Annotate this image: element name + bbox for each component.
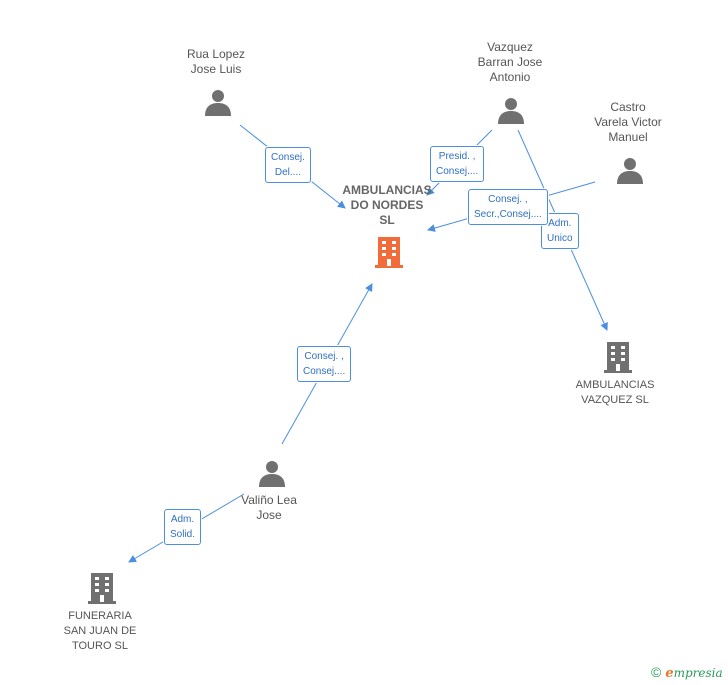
person-label-line: Barran Jose xyxy=(477,55,543,69)
person-label-line: Vazquez xyxy=(487,40,533,54)
person-icon[interactable] xyxy=(497,96,525,124)
edge-label-rua-lopez[interactable]: Consej. Del.... xyxy=(265,147,311,183)
person-label-line: Valiño Lea xyxy=(241,493,297,507)
person-label-line: Castro xyxy=(610,100,646,114)
edge-label-vazquez-barran-main[interactable]: Presid. , Consej.... xyxy=(430,146,485,182)
company-label-line: FUNERARIA xyxy=(68,610,132,622)
main-company-building-icon[interactable] xyxy=(374,235,404,269)
edge-label-line: Del.... xyxy=(274,167,302,178)
edge-label-line: Consej.... xyxy=(303,366,346,377)
person-label-valino-lea[interactable]: Valiño Lea Jose xyxy=(219,493,319,523)
main-company-label-line: DO NORDES xyxy=(350,198,424,212)
company-label-line: VAZQUEZ SL xyxy=(581,394,649,406)
person-label-castro-varela[interactable]: Castro Varela Victor Manuel xyxy=(578,100,678,145)
edge-label-line: Consej. , xyxy=(304,351,344,362)
brand-logo-initial: e xyxy=(665,666,674,681)
company-label-line: AMBULANCIAS xyxy=(575,379,655,391)
person-icon[interactable] xyxy=(258,459,286,487)
brand-footer[interactable]: ©empresia xyxy=(651,664,723,681)
person-label-line: Varela Victor xyxy=(594,115,662,129)
edge-label-valino-lea-main[interactable]: Consej. , Consej.... xyxy=(297,346,352,382)
company-label-funeraria[interactable]: FUNERARIA SAN JUAN DE TOURO SL xyxy=(50,609,150,654)
edge-label-line: Adm. xyxy=(170,514,195,525)
edge-label-line: Unico xyxy=(547,233,573,244)
edge-label-line: Consej.... xyxy=(436,166,479,177)
edge-label-line: Adm. xyxy=(548,218,572,229)
person-icon[interactable] xyxy=(204,88,232,116)
edge-label-line: Consej. , xyxy=(488,194,528,205)
main-company-label-line: SL xyxy=(379,213,395,227)
person-label-line: Antonio xyxy=(489,70,531,84)
company-label-ambulancias-vazquez[interactable]: AMBULANCIAS VAZQUEZ SL xyxy=(565,378,665,408)
company-building-icon[interactable] xyxy=(603,340,633,374)
person-label-line: Jose xyxy=(256,508,282,522)
edge-label-castro-varela[interactable]: Consej. , Secr.,Consej.... xyxy=(468,189,548,225)
company-label-line: SAN JUAN DE xyxy=(63,625,137,637)
person-icon[interactable] xyxy=(616,156,644,184)
edge-label-line: Consej. xyxy=(271,152,305,163)
edge-label-line: Secr.,Consej.... xyxy=(474,209,542,220)
person-label-line: Jose Luis xyxy=(190,62,242,76)
person-label-rua-lopez[interactable]: Rua Lopez Jose Luis xyxy=(166,47,266,77)
main-company-label-line: AMBULANCIAS xyxy=(342,183,432,197)
company-building-icon[interactable] xyxy=(87,571,117,605)
company-label-line: TOURO SL xyxy=(71,640,129,652)
main-company-label[interactable]: AMBULANCIAS DO NORDES SL xyxy=(330,183,444,228)
edge-label-line: Presid. , xyxy=(438,151,476,162)
person-label-line: Rua Lopez xyxy=(186,47,246,61)
copyright-symbol: © xyxy=(651,664,662,680)
person-label-vazquez-barran[interactable]: Vazquez Barran Jose Antonio xyxy=(460,40,560,85)
brand-logo-text: mpresia xyxy=(673,666,723,680)
edge-label-valino-lea-funeraria[interactable]: Adm. Solid. xyxy=(164,509,202,545)
person-label-line: Manuel xyxy=(608,130,648,144)
edge-label-line: Solid. xyxy=(170,529,196,540)
